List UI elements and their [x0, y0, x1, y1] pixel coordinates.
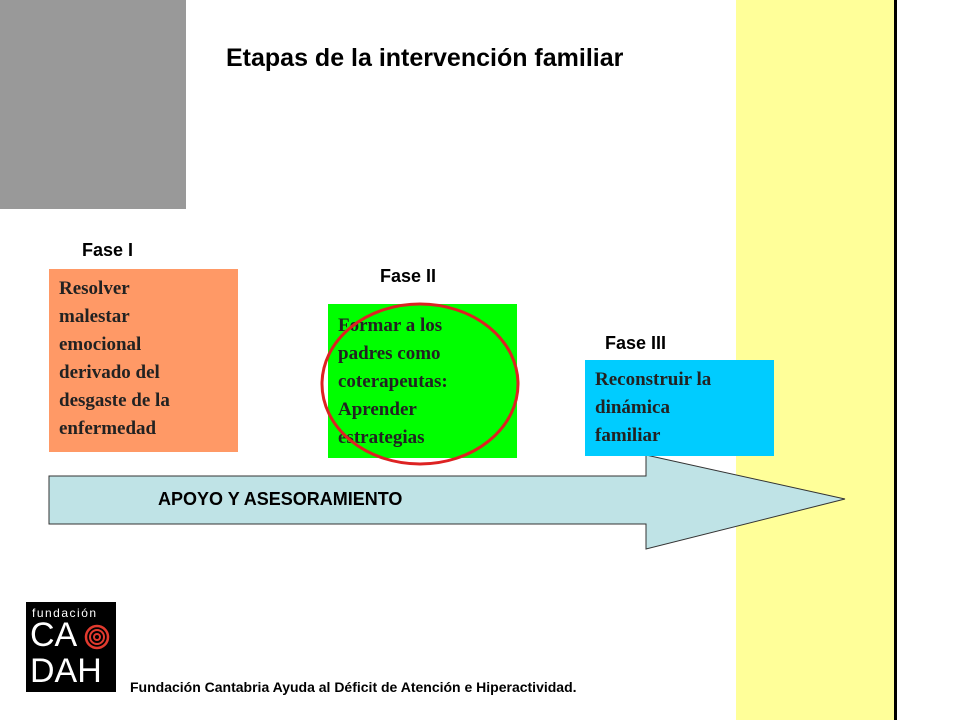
cadah-logo: fundación CA DAH	[26, 602, 116, 692]
phase-1-line: Resolver	[59, 278, 130, 299]
phase-3-line: Reconstruir la	[595, 369, 712, 390]
phase-2-line: coterapeutas:	[338, 371, 448, 392]
phase-2-line: Formar a los	[338, 315, 443, 336]
phase-1-label: Fase I	[82, 240, 134, 260]
phase-2-line: estrategias	[338, 427, 425, 448]
phase-1-line: derivado del	[59, 362, 160, 383]
logo-line-1: CA	[30, 616, 78, 654]
phase-2-label: Fase II	[380, 266, 437, 286]
phase-3-box: Reconstruir la dinámica familiar	[585, 360, 774, 456]
arrow-label: APOYO Y ASESORAMIENTO	[158, 489, 403, 509]
phase-3-line: dinámica	[595, 397, 670, 418]
gray-decor-block	[0, 0, 186, 209]
logo-spiral-icon	[84, 624, 110, 650]
logo-top-text: fundación	[32, 606, 98, 620]
phase-1-line: desgaste de la	[59, 390, 170, 411]
phase-1-line: emocional	[59, 334, 142, 355]
phase-1-line: enfermedad	[59, 418, 157, 439]
vertical-divider	[894, 0, 897, 720]
phase-1-box: Resolver malestar emocional derivado del…	[49, 269, 238, 452]
phase-3-label: Fase III	[605, 333, 667, 353]
slide-title: Etapas de la intervención familiar	[226, 44, 624, 72]
logo-line-2: DAH	[30, 652, 102, 690]
phase-2-line: Aprender	[338, 399, 417, 420]
footer-text: Fundación Cantabria Ayuda al Déficit de …	[130, 679, 577, 695]
phase-2-line: padres como	[338, 343, 441, 364]
phase-1-line: malestar	[59, 306, 130, 327]
phase-2-box: Formar a los padres como coterapeutas: A…	[328, 304, 517, 458]
phase-3-line: familiar	[595, 425, 661, 446]
